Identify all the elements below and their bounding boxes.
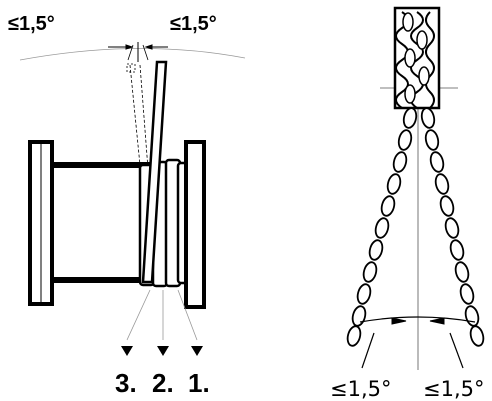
rope-spread-diagram: ≤1,5° ≤1,5°: [330, 6, 485, 401]
bottom-angle-indicator: [359, 316, 476, 369]
left-angle-label: ≤1,5°: [8, 13, 55, 35]
angle-reference-arc: [19, 48, 246, 61]
layer-label-2: 2.: [152, 368, 174, 398]
drum-right-flange: [184, 140, 206, 309]
drum-left-flange: [28, 140, 54, 306]
bottom-right-angle-label: ≤1,5°: [423, 377, 485, 401]
layer-leader-lines: [126, 289, 198, 341]
layer-arrowheads: [121, 346, 203, 356]
layer-label-1: 1.: [188, 368, 210, 398]
drum-winding-diagram: ≤1,5° ≤1,5°: [8, 13, 246, 398]
main-rope: [141, 60, 168, 284]
left-strand: [346, 107, 418, 347]
right-angle-label: ≤1,5°: [170, 13, 217, 35]
angle-indicator: [108, 42, 168, 62]
deviated-rope-outlines: [126, 63, 151, 196]
bottom-left-angle-label: ≤1,5°: [330, 377, 392, 401]
right-strand: [420, 107, 485, 347]
top-rope: [393, 6, 441, 110]
layer-label-3: 3.: [115, 368, 137, 398]
